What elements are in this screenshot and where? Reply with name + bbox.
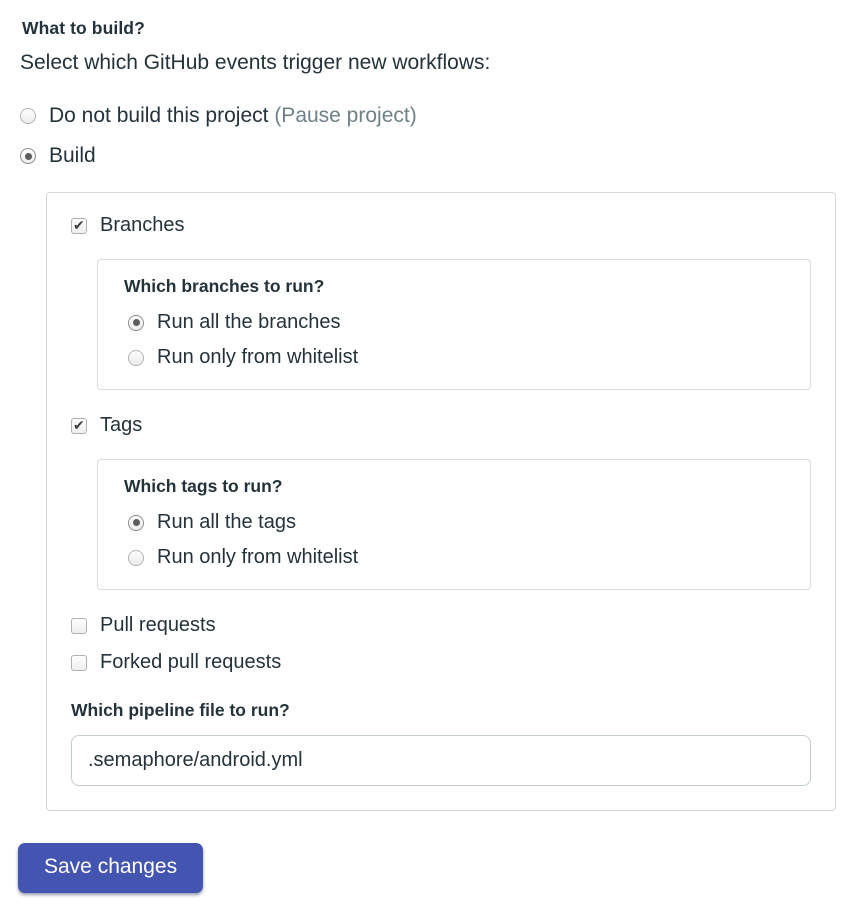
branches-whitelist-option[interactable]: Run only from whitelist <box>128 346 790 369</box>
tags-label: Tags <box>100 414 143 437</box>
branches-whitelist-radio[interactable] <box>128 349 144 366</box>
branches-run-all-radio[interactable] <box>128 314 144 331</box>
pull-requests-label: Pull requests <box>100 614 216 637</box>
tags-option[interactable]: Tags <box>71 414 811 437</box>
branches-option[interactable]: Branches <box>71 214 811 237</box>
tags-question: Which tags to run? <box>124 476 283 497</box>
pipeline-file-input[interactable] <box>71 735 811 787</box>
tags-run-all-option[interactable]: Run all the tags <box>128 511 790 534</box>
build-settings-panel: Branches Which branches to run? Run all … <box>46 192 836 812</box>
build-radio[interactable] <box>20 148 36 165</box>
forked-pull-requests-checkbox[interactable] <box>71 654 87 671</box>
save-changes-button[interactable]: Save changes <box>18 843 204 894</box>
pipeline-file-question: Which pipeline file to run? <box>71 700 290 721</box>
page-subtitle: Select which GitHub events trigger new w… <box>20 51 491 74</box>
page-title: What to build? <box>22 18 145 38</box>
forked-pull-requests-label: Forked pull requests <box>100 651 282 674</box>
tags-run-all-radio[interactable] <box>128 514 144 531</box>
pause-project-option[interactable]: Do not build this project (Pause project… <box>20 104 848 128</box>
pause-project-link[interactable]: (Pause project) <box>274 104 417 128</box>
pull-requests-checkbox[interactable] <box>71 617 87 634</box>
branches-checkbox[interactable] <box>71 217 87 234</box>
pull-requests-option[interactable]: Pull requests <box>71 614 811 637</box>
tags-checkbox[interactable] <box>71 417 87 434</box>
branches-settings-panel: Which branches to run? Run all the branc… <box>97 259 811 391</box>
branches-label: Branches <box>100 214 185 237</box>
tags-settings-panel: Which tags to run? Run all the tags Run … <box>97 459 811 591</box>
tags-whitelist-label: Run only from whitelist <box>157 546 359 569</box>
build-label: Build <box>49 144 96 168</box>
branches-question: Which branches to run? <box>124 276 325 297</box>
pause-project-radio[interactable] <box>20 108 36 125</box>
tags-whitelist-radio[interactable] <box>128 549 144 566</box>
build-option[interactable]: Build <box>20 144 848 168</box>
tags-whitelist-option[interactable]: Run only from whitelist <box>128 546 790 569</box>
tags-run-all-label: Run all the tags <box>157 511 296 534</box>
branches-run-all-label: Run all the branches <box>157 311 341 334</box>
forked-pull-requests-option[interactable]: Forked pull requests <box>71 651 811 674</box>
branches-run-all-option[interactable]: Run all the branches <box>128 311 790 334</box>
branches-whitelist-label: Run only from whitelist <box>157 346 359 369</box>
pause-project-label: Do not build this project (Pause project… <box>49 104 417 128</box>
